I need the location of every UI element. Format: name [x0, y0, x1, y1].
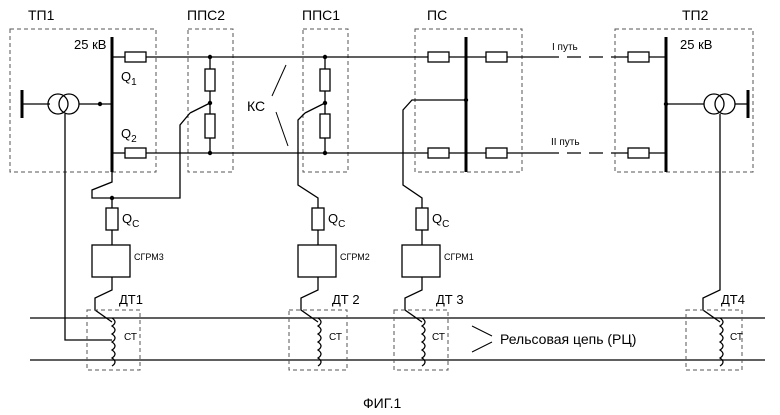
pps1-resistor-top: [320, 69, 330, 91]
tp1-voltage: 25 кВ: [74, 37, 106, 52]
pps1-label: ППС1: [302, 7, 340, 23]
qc-breaker-3: [416, 208, 428, 230]
qc-breaker-2: [312, 208, 324, 230]
sgrm2-box: [298, 245, 336, 277]
tp2-return-wire: [703, 114, 720, 322]
tp1-transformer-coil-b: [59, 94, 79, 114]
pps1-tap: [305, 103, 325, 113]
rc-leader-top: [472, 326, 492, 336]
ks-leader-bottom: [276, 112, 288, 146]
ks-label: КС: [247, 98, 265, 114]
dt3-label: ДТ 3: [436, 292, 464, 307]
pps2-node-top: [208, 55, 212, 59]
branch3-to-dt: [405, 277, 422, 322]
figure-caption: ФИГ.1: [363, 395, 401, 411]
sgrm3-label: СГРМ3: [134, 252, 164, 262]
q1-label: Q1: [121, 69, 137, 88]
pps2-resistor-top: [205, 69, 215, 91]
rc-leader-bottom: [472, 342, 492, 352]
pps1-node-bottom: [323, 151, 327, 155]
dt3-ct: СТ: [432, 332, 445, 343]
pps2-tap: [190, 103, 210, 113]
dt1-coil: [112, 318, 115, 366]
qc-label-1: QC: [122, 211, 139, 230]
sgrm3-box: [92, 245, 130, 277]
dt1-label: ДТ1: [119, 292, 143, 307]
tp1-label: ТП1: [28, 7, 55, 23]
pps1-node-top: [323, 55, 327, 59]
dt2-coil: [318, 318, 321, 366]
tp1-return-wire: [65, 114, 112, 340]
branch1-feed: [92, 172, 112, 208]
q2-breaker: [125, 148, 146, 158]
qc-breaker-1: [106, 208, 118, 230]
tp2-voltage: 25 кВ: [680, 37, 712, 52]
tp2-transformer-coil-b: [715, 94, 735, 114]
tp2-transformer-coil-a: [704, 94, 724, 114]
sgrm2-label: СГРМ2: [340, 252, 370, 262]
branch1-to-dt: [95, 277, 112, 322]
pps1-resistor-bottom: [320, 114, 330, 138]
tp2-breaker-t1: [628, 52, 649, 62]
ps-breaker-t1-left: [428, 52, 449, 62]
tp1-transformer-coil-a: [48, 94, 68, 114]
q1-breaker: [125, 52, 146, 62]
qc-label-2: QC: [328, 211, 345, 230]
pps2-label: ППС2: [187, 7, 225, 23]
ps-label: ПС: [427, 7, 447, 23]
ps-breaker-t2-right: [486, 148, 507, 158]
sgrm1-label: СГРМ1: [444, 252, 474, 262]
dt4-coil: [720, 318, 723, 366]
branch2-to-dt: [301, 277, 318, 322]
sgrm1-box: [402, 245, 440, 277]
ps-breaker-t2-left: [428, 148, 449, 158]
ks-leader-top: [272, 65, 286, 96]
dt4-label: ДТ4: [721, 292, 745, 307]
pps2-resistor-bottom: [205, 114, 215, 138]
dt4-ct: СТ: [730, 332, 743, 343]
qc-label-3: QC: [432, 211, 449, 230]
pps2-node-bottom: [208, 151, 212, 155]
track1-label: I путь: [552, 42, 578, 53]
tp2-label: ТП2: [682, 7, 709, 23]
branch2-feed: [298, 113, 318, 208]
dt2-label: ДТ 2: [332, 292, 360, 307]
tp1-node: [98, 102, 102, 106]
rail-circuit-label: Рельсовая цепь (РЦ): [500, 331, 636, 347]
ps-breaker-t1-right: [486, 52, 507, 62]
track2-label: II путь: [551, 137, 580, 148]
tp2-breaker-t2: [628, 148, 649, 158]
dt2-ct: СТ: [329, 332, 342, 343]
dt3-coil: [422, 318, 425, 366]
dt1-ct: СТ: [124, 332, 137, 343]
tp2-node: [664, 102, 668, 106]
q2-label: Q2: [121, 126, 137, 145]
